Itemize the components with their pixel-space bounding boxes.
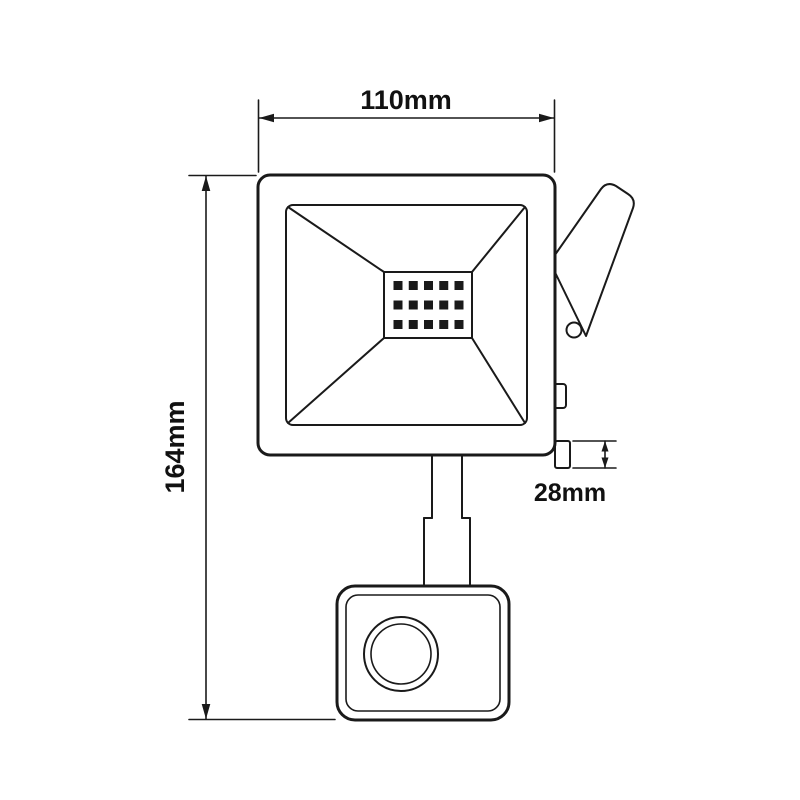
led-chip xyxy=(408,281,418,290)
sensor-inner-outline xyxy=(345,594,501,712)
reflector-edge xyxy=(471,337,526,424)
floodlight-body xyxy=(256,173,557,457)
led-chip xyxy=(408,300,418,310)
bracket-arm xyxy=(549,183,635,337)
led-chip xyxy=(439,320,449,329)
led-chip xyxy=(439,300,449,310)
bracket-foot xyxy=(554,440,571,469)
led-chip xyxy=(454,281,464,290)
arrowhead-bottom xyxy=(601,457,609,468)
led-chip xyxy=(454,300,464,310)
arrowhead-top xyxy=(601,441,609,452)
dimension-width: 110mm xyxy=(257,85,556,173)
led-chip xyxy=(393,300,403,310)
arrowhead-bottom xyxy=(201,704,211,719)
led-panel xyxy=(383,271,473,339)
sensor-housing xyxy=(335,584,511,722)
reflector-edge xyxy=(471,206,526,273)
led-chip xyxy=(393,320,403,329)
bracket-screw xyxy=(565,321,583,339)
led-chip xyxy=(439,281,449,290)
arrowhead-left xyxy=(259,113,274,123)
height-dimension-label: 164mm xyxy=(160,400,190,493)
sensor-outline xyxy=(335,584,511,722)
side-dimension-label: 28mm xyxy=(534,479,606,507)
led-chip xyxy=(424,281,433,290)
mounting-bracket xyxy=(549,183,635,469)
dimension-height: 164mm xyxy=(160,174,336,721)
dimension-side: 28mm xyxy=(534,440,617,507)
arrowhead-top xyxy=(201,176,211,191)
pir-lens-outer xyxy=(363,616,439,692)
led-chip xyxy=(393,281,403,290)
arrowhead-right xyxy=(539,113,554,123)
led-chip xyxy=(408,320,418,329)
reflector-edge xyxy=(287,337,385,424)
width-dimension-label: 110mm xyxy=(360,85,452,115)
led-chip xyxy=(424,300,433,310)
pir-lens-inner xyxy=(370,623,432,685)
led-array xyxy=(393,281,464,329)
led-chip xyxy=(424,320,433,329)
reflector-edge xyxy=(287,206,385,273)
led-chip xyxy=(454,320,464,329)
bezel-outline xyxy=(285,204,528,426)
neck xyxy=(423,454,471,589)
